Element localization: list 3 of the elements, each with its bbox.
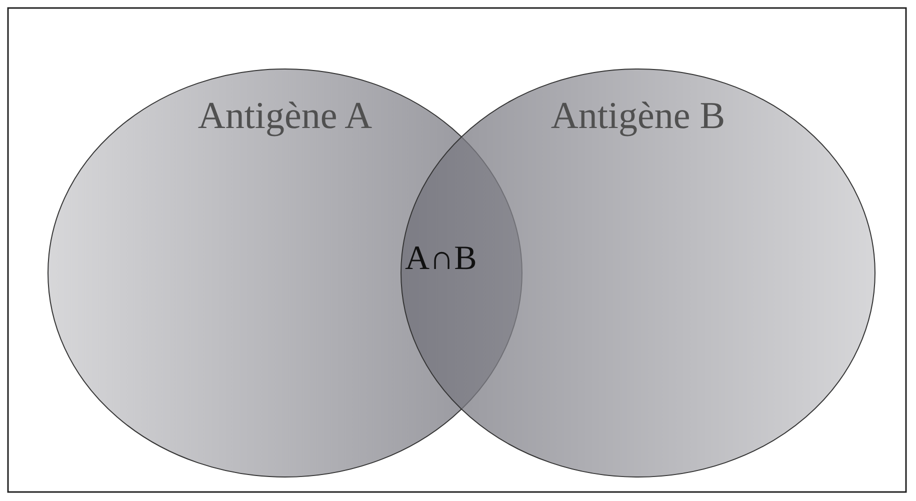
set-label: Antigène A [196,94,374,139]
set-label: Antigène B [550,94,726,139]
intersection-label: A∩B [405,240,477,278]
